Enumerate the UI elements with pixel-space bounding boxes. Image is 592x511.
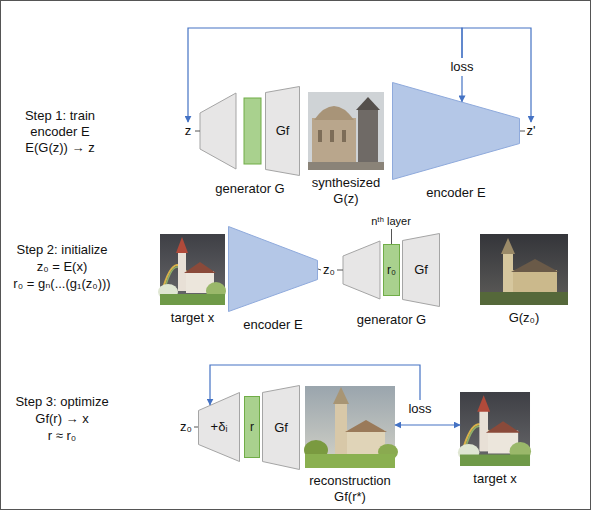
node-caption: generator G	[342, 312, 442, 328]
feature-layer: r	[244, 396, 260, 458]
generator-layers: Gf	[402, 233, 440, 307]
connector	[194, 427, 198, 428]
node-text: z'	[525, 122, 537, 140]
step-title: Step 3: optimize	[0, 394, 142, 410]
trapezoid-shape	[393, 83, 520, 180]
feature-layer	[244, 98, 261, 164]
node-caption: encoder E	[406, 185, 506, 201]
target-photo	[158, 234, 226, 305]
node-caption: target x	[455, 471, 535, 487]
photo-window	[330, 130, 334, 142]
photo-tower	[358, 108, 378, 170]
leader-line	[391, 229, 392, 244]
node-text: z₀	[321, 261, 337, 279]
connector	[337, 270, 343, 271]
latent-variable: z₀	[178, 418, 194, 436]
step-title: encoder E	[0, 124, 140, 140]
node-caption: target x	[153, 310, 233, 326]
target-image: target x	[160, 234, 225, 305]
photo-window	[318, 130, 322, 142]
step-title: Step 2: initialize	[0, 242, 142, 258]
photo-sky	[480, 234, 568, 305]
generator-layer	[200, 93, 236, 169]
generator-layers: Gf	[265, 86, 300, 176]
node-text: loss	[404, 400, 436, 418]
reconstruction-image: reconstruction Gf(r*)	[305, 386, 395, 468]
generator-layers: Gf	[262, 385, 300, 470]
trapezoid-shape	[263, 386, 300, 470]
photo-building	[513, 270, 557, 294]
photo-sky	[305, 386, 395, 468]
photo-roof	[356, 97, 380, 110]
photo-ground	[305, 454, 395, 468]
loss-label: loss	[445, 58, 479, 76]
latent-variable: z₀	[321, 261, 337, 279]
step-formula: E(G(z)) → z	[0, 140, 140, 156]
encoder-block: encoder E	[392, 82, 520, 180]
photo-dome	[314, 106, 354, 120]
latent-variable: z'	[525, 122, 537, 140]
node-text: Gf	[262, 385, 300, 470]
photo-ground	[308, 162, 384, 170]
layer-annotation: nᵗʰ layer	[311, 213, 471, 229]
node-text: r₀	[384, 245, 399, 295]
block-outline	[228, 226, 318, 312]
generator-block: generator Gr₀Gf	[343, 233, 440, 307]
photo-roof	[511, 259, 559, 272]
photo-tower	[335, 402, 347, 456]
offset-layer: +δᵢ	[198, 392, 240, 462]
synthesized-photo	[308, 92, 384, 170]
trapezoid-shape	[229, 227, 318, 312]
trapezoid-shape	[199, 393, 240, 462]
node-text: +δᵢ	[198, 392, 240, 462]
photo-spire	[501, 238, 515, 254]
connector	[318, 269, 321, 270]
photo-roof	[345, 420, 387, 432]
node-text: r	[245, 397, 259, 457]
photo-ground	[480, 292, 568, 305]
step-formula: Gf(r) → x	[0, 411, 142, 427]
photo-window	[342, 130, 346, 142]
trapezoid-shape	[266, 87, 300, 176]
node-text: z	[181, 122, 195, 140]
feature-layer: r₀	[383, 244, 400, 296]
connector	[195, 131, 200, 132]
node-text: loss	[445, 58, 479, 76]
block-outline	[392, 82, 520, 180]
node-text: Gf	[402, 233, 440, 307]
loss-label: loss	[404, 400, 436, 418]
step-formula: r ≈ r₀	[0, 428, 142, 444]
trapezoid-shape	[403, 234, 440, 307]
node-text: z₀	[178, 418, 194, 436]
connector	[210, 365, 420, 405]
encoder-block: encoder E	[228, 226, 318, 312]
latent-variable: z	[181, 122, 195, 140]
generated-image: G(z₀)	[480, 234, 568, 305]
generator-block: generator GGf	[200, 86, 300, 176]
step-title: Step 1: train	[0, 108, 140, 124]
generated-photo	[480, 234, 568, 305]
target-image: target x	[460, 392, 530, 466]
connector	[520, 131, 525, 132]
node-text: Gf	[265, 86, 300, 176]
connector	[395, 424, 460, 425]
node-caption: G(z₀)	[484, 310, 564, 326]
photo-spire	[333, 387, 349, 404]
node-caption: reconstruction Gf(r*)	[300, 473, 400, 505]
step-formula: r₀ = gₙ(...(g₁(z₀)))	[0, 276, 142, 292]
target-photo	[458, 392, 531, 466]
generator-layer	[343, 241, 380, 299]
node-caption: encoder E	[228, 317, 318, 333]
connector	[461, 76, 462, 102]
node-caption: synthesized G(z)	[304, 175, 388, 207]
synthesized-image: synthesized G(z)	[308, 92, 384, 170]
reconstruction-photo	[304, 386, 398, 468]
node-caption: generator G	[200, 181, 300, 197]
step-formula: z₀ = E(x)	[0, 259, 142, 275]
photo-sky	[308, 92, 384, 170]
photo-tower	[503, 252, 513, 294]
